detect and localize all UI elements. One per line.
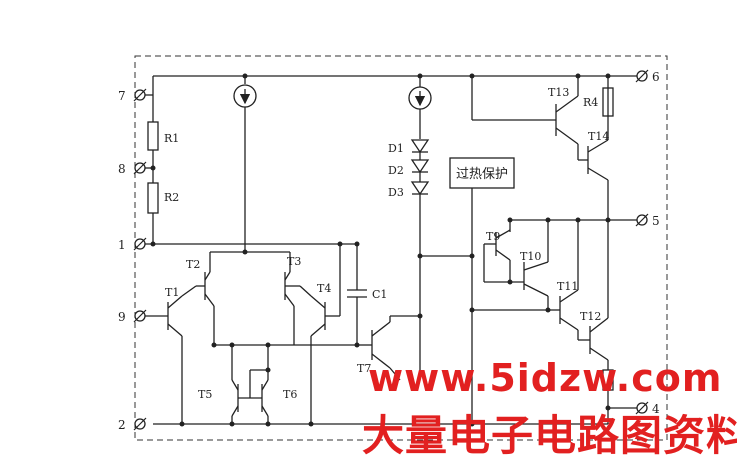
transistor-label-t6: T6	[283, 388, 297, 401]
transistor-label-t9: T9	[486, 230, 500, 243]
overheat-protection-block	[449, 157, 515, 189]
pin-label-5: 5	[652, 214, 660, 228]
capacitor-label-c1: C1	[372, 288, 387, 301]
transistor-label-t2: T2	[186, 258, 200, 271]
pin-label-9: 9	[118, 310, 126, 324]
overheat-protection-label: 过热保护	[456, 167, 508, 182]
transistor-label-t10: T10	[520, 250, 541, 263]
transistor-label-t4: T4	[317, 282, 331, 295]
pin-label-6: 6	[652, 70, 660, 84]
pin-label-7: 7	[118, 89, 126, 103]
transistor-label-t3: T3	[287, 255, 301, 268]
diode-label-d1: D1	[388, 142, 404, 155]
transistor-label-t14: T14	[588, 130, 609, 143]
transistor-label-t5: T5	[198, 388, 212, 401]
pin-label-4: 4	[652, 402, 660, 416]
pin-label-2: 2	[118, 418, 126, 432]
chip-outline	[134, 55, 668, 441]
watermark-url: www.5idzw.com	[368, 356, 723, 400]
transistor-label-t13: T13	[548, 86, 569, 99]
diode-label-d2: D2	[388, 164, 404, 177]
transistor-label-t7: T7	[357, 362, 371, 375]
diode-label-d3: D3	[388, 186, 404, 199]
pin-label-1: 1	[118, 238, 126, 252]
resistor-label-r1: R1	[164, 132, 179, 145]
resistor-label-r4: R4	[583, 96, 598, 109]
watermark-site-name: 大量电子电路图资料	[362, 411, 737, 455]
resistor-label-r2: R2	[164, 191, 179, 204]
transistor-label-t12: T12	[580, 310, 601, 323]
transistor-label-t1: T1	[165, 286, 179, 299]
transistor-label-t11: T11	[557, 280, 578, 293]
pin-label-8: 8	[118, 162, 126, 176]
